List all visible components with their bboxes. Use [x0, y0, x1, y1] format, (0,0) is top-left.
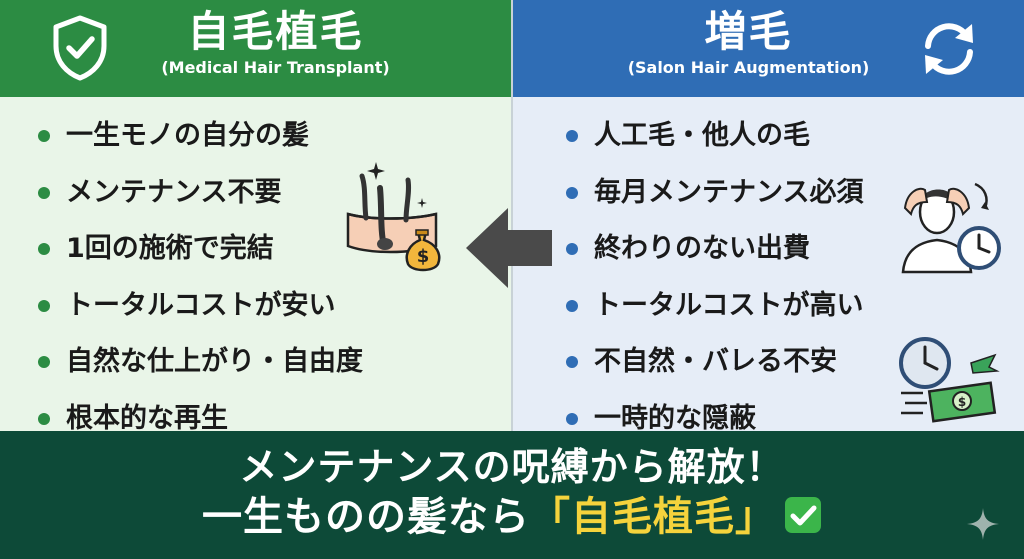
- svg-text:$: $: [958, 395, 966, 409]
- check-mark-icon: [785, 497, 821, 533]
- bullet-icon: [566, 356, 578, 368]
- left-list: 一生モノの自分の髪 メンテナンス不要 1回の施術で完結 トータルコストが安い 自…: [38, 115, 363, 454]
- bullet-icon: [38, 299, 50, 312]
- list-item: 人工毛・他人の毛: [566, 115, 863, 172]
- banner-highlight: 「自毛植毛」: [530, 494, 776, 540]
- list-item: トータルコストが高い: [566, 285, 863, 342]
- column-divider: [511, 0, 513, 431]
- list-item: 1回の施術で完結: [38, 228, 363, 285]
- bottom-banner: メンテナンスの呪縛から解放！ 一生ものの髪なら「自毛植毛」: [0, 431, 1024, 559]
- bullet-icon: [566, 130, 578, 142]
- list-item: 一時的な隠蔽: [566, 398, 863, 455]
- bullet-icon: [38, 186, 50, 199]
- bullet-icon: [38, 243, 50, 255]
- right-header: 増毛 (Salon Hair Augmentation): [513, 0, 1024, 97]
- shield-check-icon: [53, 15, 107, 81]
- bullet-icon: [566, 186, 578, 199]
- svg-text:$: $: [417, 246, 430, 267]
- left-title: 自毛植毛: [187, 7, 364, 56]
- left-header: 自毛植毛 (Medical Hair Transplant): [0, 0, 511, 97]
- left-arrow-icon: [466, 208, 552, 288]
- list-item: 終わりのない出費: [566, 228, 863, 285]
- clock-money-icon: $: [899, 337, 1000, 423]
- banner-subline: 一生ものの髪なら「自毛植毛」: [0, 491, 1024, 543]
- right-list: 人工毛・他人の毛 毎月メンテナンス必須 終わりのない出費 トータルコストが高い …: [566, 115, 863, 454]
- right-subtitle: (Salon Hair Augmentation): [627, 58, 870, 77]
- bullet-icon: [38, 412, 50, 425]
- bullet-icon: [566, 243, 578, 255]
- banner-headline: メンテナンスの呪縛から解放！: [239, 445, 785, 489]
- bullet-icon: [566, 299, 578, 312]
- stressed-man-clock-icon: [901, 182, 1001, 274]
- list-item: 毎月メンテナンス必須: [566, 172, 863, 229]
- sparkle-icon: [967, 508, 999, 540]
- list-item: メンテナンス不要: [38, 172, 363, 229]
- list-item: 自然な仕上がり・自由度: [38, 341, 363, 398]
- list-item: トータルコストが安い: [38, 285, 363, 342]
- bullet-icon: [38, 356, 50, 368]
- bullet-icon: [566, 412, 578, 425]
- list-item: 根本的な再生: [38, 398, 363, 455]
- bullet-icon: [38, 130, 50, 142]
- list-item: 不自然・バレる不安: [566, 341, 863, 398]
- left-subtitle: (Medical Hair Transplant): [161, 58, 390, 77]
- banner-subline-text: 一生ものの髪なら: [202, 494, 530, 540]
- hair-follicle-money-bag-icon: $: [346, 162, 441, 272]
- list-item: 一生モノの自分の髪: [38, 115, 363, 172]
- right-title: 増毛: [704, 7, 793, 56]
- refresh-icon: [925, 23, 973, 75]
